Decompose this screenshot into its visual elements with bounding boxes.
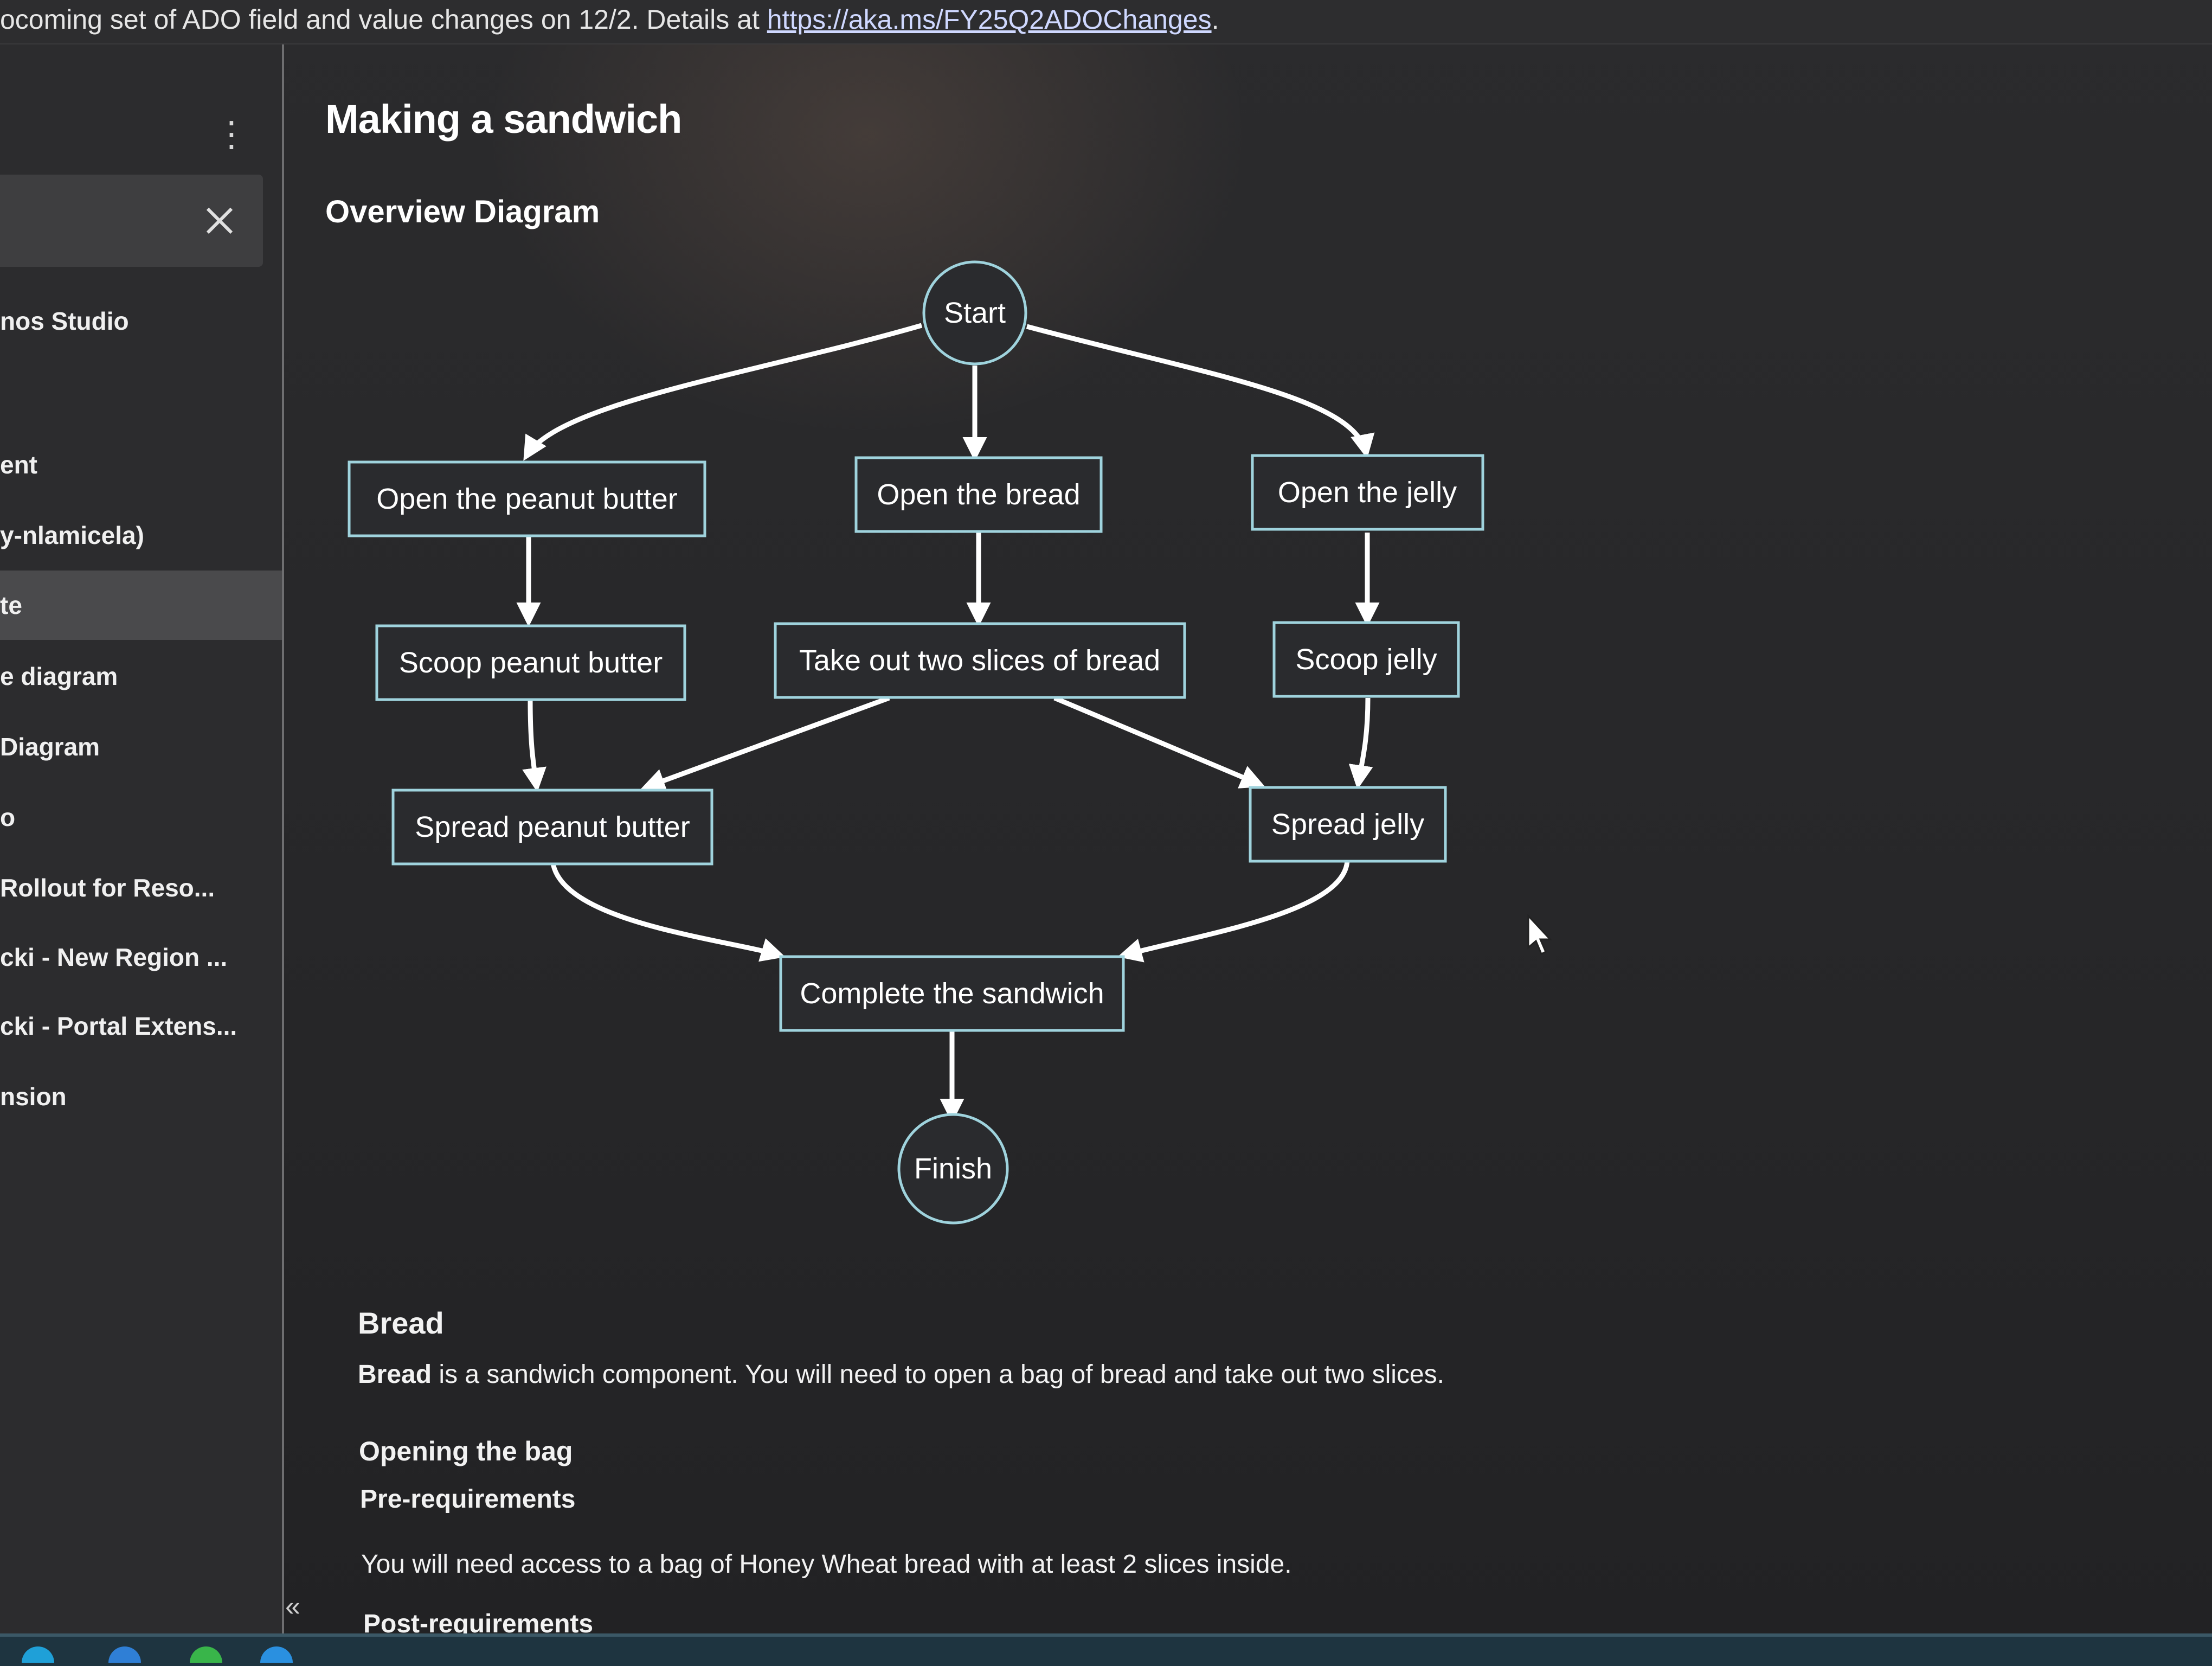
banner-link[interactable]: https://aka.ms/FY25Q2ADOChanges (767, 4, 1212, 35)
node-spread-jelly-label: Spread jelly (1271, 808, 1424, 841)
sidebar-filter-box[interactable] (0, 175, 263, 267)
node-spread-jelly: Spread jelly (1249, 786, 1447, 863)
sidebar-item-label: cki - New Region ... (0, 943, 228, 971)
node-finish-label: Finish (914, 1152, 992, 1185)
node-open-bread-label: Open the bread (877, 478, 1080, 511)
sidebar-item[interactable]: cki - New Region ... (0, 927, 282, 987)
sidebar-item[interactable]: e diagram (0, 646, 282, 706)
collapse-sidebar-icon[interactable]: « (285, 1591, 300, 1622)
sidebar-item-selected[interactable]: te (0, 571, 282, 640)
taskbar-app-icon[interactable] (260, 1646, 293, 1663)
paragraph-pre-requirements: You will need access to a bag of Honey W… (361, 1550, 1292, 1579)
node-finish: Finish (897, 1113, 1009, 1225)
node-start: Start (922, 260, 1027, 366)
heading-pre-requirements: Pre-requirements (360, 1485, 576, 1514)
sidebar-item-label: Diagram (0, 733, 100, 761)
edge-start-open-jelly (1026, 324, 1375, 459)
node-scoop-peanut-butter-label: Scoop peanut butter (399, 646, 663, 679)
node-open-bread: Open the bread (854, 456, 1103, 533)
sidebar-item-label: nos Studio (0, 307, 129, 335)
node-complete-sandwich-label: Complete the sandwich (800, 977, 1104, 1010)
bread-description: is a sandwich component. You will need t… (432, 1360, 1444, 1389)
sidebar-item[interactable]: cki - Portal Extens... (0, 996, 282, 1056)
sidebar-item[interactable]: Rollout for Reso... (0, 858, 282, 918)
taskbar-app-icon[interactable] (108, 1646, 141, 1663)
node-open-jelly: Open the jelly (1251, 454, 1484, 531)
heading-opening-the-bag: Opening the bag (359, 1436, 573, 1466)
node-open-peanut-butter-label: Open the peanut butter (376, 483, 677, 515)
sidebar: ⋮ nos Studio ent y-nlamicela) te e diagr… (0, 44, 300, 1633)
edge-scoop-pb-spread-pb (522, 700, 546, 792)
node-open-jelly-label: Open the jelly (1278, 476, 1457, 509)
node-open-peanut-butter: Open the peanut butter (348, 460, 706, 537)
node-take-out-bread-label: Take out two slices of bread (799, 644, 1160, 677)
main-content: Making a sandwich Overview Diagram (314, 44, 2212, 1638)
sidebar-item-label: ent (0, 451, 37, 479)
node-spread-peanut-butter-label: Spread peanut butter (415, 811, 690, 843)
heading-bread: Bread (358, 1306, 444, 1340)
sidebar-item-label: e diagram (0, 662, 118, 690)
edge-take-bread-spread-jelly (1053, 695, 1265, 789)
node-take-out-bread: Take out two slices of bread (774, 622, 1186, 699)
banner-message: ocoming set of ADO field and value chang… (0, 4, 767, 35)
banner-suffix: . (1211, 4, 1219, 35)
sidebar-item[interactable]: y-nlamicela) (0, 505, 282, 565)
taskbar (0, 1633, 2212, 1666)
edge-start-open-pb (523, 323, 923, 461)
sidebar-item-label: te (0, 591, 22, 619)
sidebar-item-label: cki - Portal Extens... (0, 1012, 237, 1040)
flowchart: Start Open the peanut butter Open the br… (348, 260, 1484, 1225)
node-scoop-jelly-label: Scoop jelly (1295, 643, 1437, 676)
sidebar-item[interactable]: nsion (0, 1067, 282, 1126)
sidebar-item[interactable]: o (0, 787, 282, 847)
taskbar-app-icon[interactable] (190, 1646, 222, 1663)
sidebar-item-label: nsion (0, 1082, 67, 1111)
sidebar-item-label: Rollout for Reso... (0, 874, 215, 902)
page-title: Making a sandwich (325, 97, 682, 142)
sidebar-item[interactable]: Diagram (0, 717, 282, 777)
edge-take-bread-spread-pb (640, 695, 890, 792)
sidebar-item-label: y-nlamicela) (0, 521, 144, 549)
edge-scoop-jelly-spread-jelly (1348, 697, 1373, 790)
sidebar-item-label: o (0, 803, 16, 831)
edge-spread-jelly-complete (1117, 860, 1350, 963)
paragraph-bread: Bread is a sandwich component. You will … (358, 1360, 1444, 1389)
bread-bold-term: Bread (358, 1360, 432, 1389)
node-scoop-peanut-butter: Scoop peanut butter (375, 624, 686, 701)
sidebar-item[interactable]: ent (0, 435, 282, 495)
banner-text: ocoming set of ADO field and value chang… (0, 3, 1219, 36)
edge-spread-pb-complete (550, 863, 786, 962)
more-vertical-icon[interactable]: ⋮ (214, 114, 249, 153)
node-start-label: Start (944, 297, 1006, 329)
node-complete-sandwich: Complete the sandwich (779, 955, 1125, 1032)
node-spread-peanut-butter: Spread peanut butter (391, 789, 713, 866)
taskbar-app-icon[interactable] (22, 1646, 54, 1663)
close-icon[interactable] (198, 199, 241, 242)
sidebar-item[interactable]: nos Studio (0, 291, 282, 351)
mouse-cursor-icon (1527, 914, 1552, 956)
announcement-banner: ocoming set of ADO field and value chang… (0, 0, 2212, 44)
section-title: Overview Diagram (325, 194, 600, 229)
node-scoop-jelly: Scoop jelly (1272, 621, 1460, 698)
